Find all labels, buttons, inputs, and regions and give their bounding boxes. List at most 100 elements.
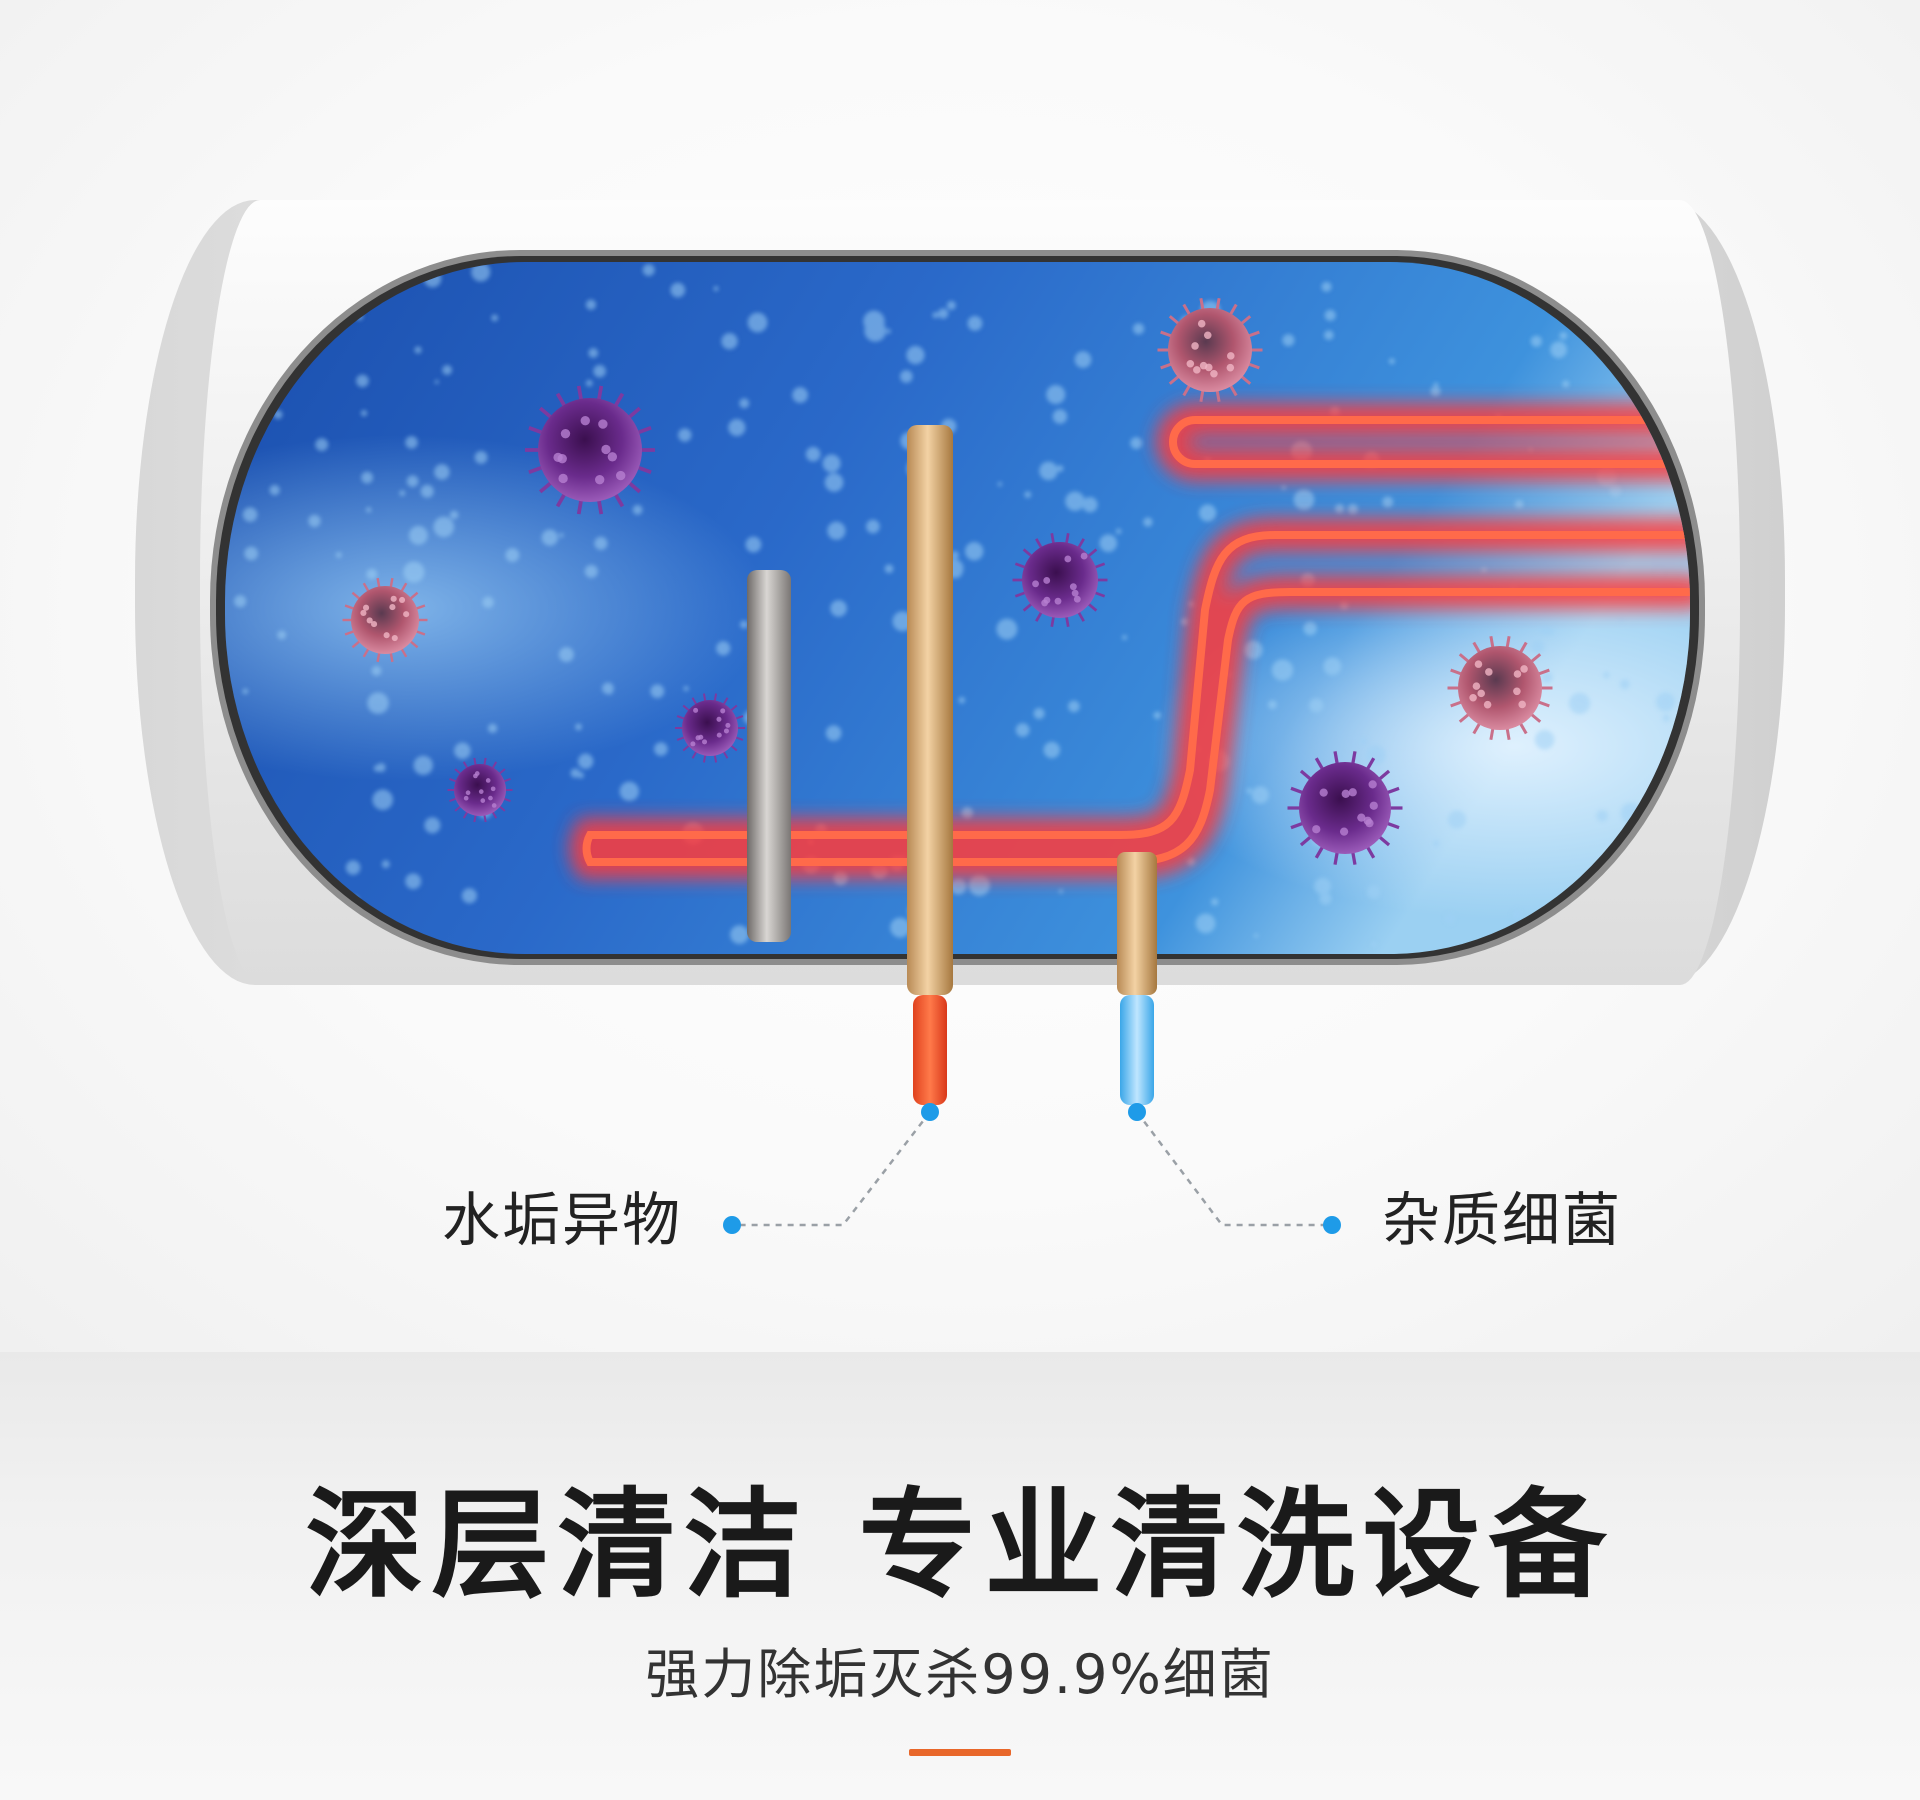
water-bubble (1530, 335, 1542, 347)
water-bubble (487, 723, 498, 733)
callout-lines (732, 1111, 1332, 1227)
water-bubble (1268, 700, 1277, 710)
water-bubble (1559, 331, 1568, 340)
water-bubble (1056, 465, 1064, 472)
water-bubble (670, 282, 686, 298)
water-bubble (434, 379, 439, 384)
water-bubble (1132, 323, 1145, 335)
water-bubble (1619, 567, 1627, 575)
water-bubble (1033, 708, 1045, 720)
water-bubble (360, 409, 368, 417)
bacteria-icon (1287, 751, 1403, 865)
water-bubble (414, 346, 422, 354)
water-bubble (367, 692, 389, 714)
water-bubble (1656, 692, 1675, 712)
water-bubble (588, 348, 599, 358)
water-bubble (830, 600, 847, 617)
water-bubble (1619, 679, 1630, 690)
water-bubble (570, 768, 581, 778)
water-bubble (277, 630, 287, 640)
water-bubble (1052, 409, 1068, 424)
heating-element (569, 403, 1690, 879)
water-bubble (244, 546, 259, 561)
water-bubble (1254, 933, 1259, 938)
water-bubble (997, 481, 1003, 487)
water-bubble (1323, 330, 1334, 341)
water-bubble (399, 490, 406, 497)
water-bubble (1562, 380, 1570, 388)
water-bubble (1246, 788, 1252, 794)
anode-rod (747, 570, 791, 942)
water-bubble (961, 807, 974, 819)
water-bubble (505, 548, 520, 563)
hot-water-stream (913, 995, 947, 1105)
water-bubble (242, 688, 249, 695)
water-bubble (1115, 528, 1122, 535)
water-bubble (1365, 745, 1386, 765)
water-bubble (968, 874, 991, 896)
water-bubble (1281, 485, 1287, 490)
water-bubble (1324, 309, 1336, 321)
water-bubble (728, 418, 746, 437)
water-bubble (1143, 517, 1153, 527)
water-bubble (558, 647, 574, 663)
water-bubble (371, 665, 382, 676)
water-bubble (958, 696, 966, 704)
water-bubble (678, 428, 692, 442)
water-bubble (366, 568, 378, 580)
water-bubble (381, 860, 390, 869)
water-bubble (1541, 671, 1553, 684)
water-bubble (234, 595, 247, 608)
water-bubble (1359, 737, 1368, 746)
water-bubble (721, 333, 738, 350)
water-bubble (1323, 657, 1342, 676)
cold-water-stream (1120, 995, 1154, 1105)
water-bubble (471, 262, 491, 282)
water-bubble (827, 521, 846, 540)
water-bubble (376, 763, 386, 773)
water-bubble (792, 387, 809, 403)
water-bubble (413, 755, 433, 776)
water-bubble (1444, 913, 1456, 925)
water-bubble (822, 454, 841, 473)
water-bubble (747, 312, 768, 333)
water-bubble (1534, 729, 1555, 750)
water-bubble (577, 753, 594, 769)
water-bubble (906, 345, 925, 365)
water-bubble (950, 878, 967, 895)
water-bubble (863, 310, 885, 333)
callout-label-scale: 水垢异物 (442, 1186, 683, 1254)
water-bubble (593, 364, 606, 378)
water-bubble (805, 446, 821, 462)
water-bubble (937, 308, 949, 319)
water-bubble (642, 263, 655, 277)
water-bubble (745, 536, 762, 553)
water-bubble (1251, 786, 1269, 804)
water-bubble (1433, 382, 1439, 388)
water-bubble (1481, 567, 1487, 573)
water-bubble (406, 475, 419, 488)
water-bubble (405, 436, 418, 449)
water-bubble (716, 641, 731, 656)
bottom-band (0, 1352, 1920, 1800)
water-bubble (967, 315, 983, 331)
water-bubble (1244, 640, 1263, 660)
water-bubble (1321, 281, 1332, 292)
cold-water-inlet-pipe (1117, 852, 1157, 995)
water-bubble (1293, 489, 1315, 511)
water-bubble (1153, 711, 1161, 720)
water-bubble (559, 532, 564, 538)
water-bubble (1662, 714, 1670, 722)
water-bubble (356, 374, 369, 388)
water-bubble (1199, 504, 1217, 522)
water-bubble (932, 312, 939, 319)
headline: 深层清洁 专业清洗设备 (305, 1476, 1615, 1614)
water-bubble (269, 484, 280, 496)
water-bubble (1619, 617, 1624, 623)
water-bubble (424, 817, 441, 834)
bacteria-icon (342, 577, 428, 663)
water-bubble (1058, 889, 1064, 894)
water-bubble (650, 684, 665, 699)
water-heater-illustration (135, 200, 1785, 1234)
water-bubble (1068, 700, 1080, 713)
